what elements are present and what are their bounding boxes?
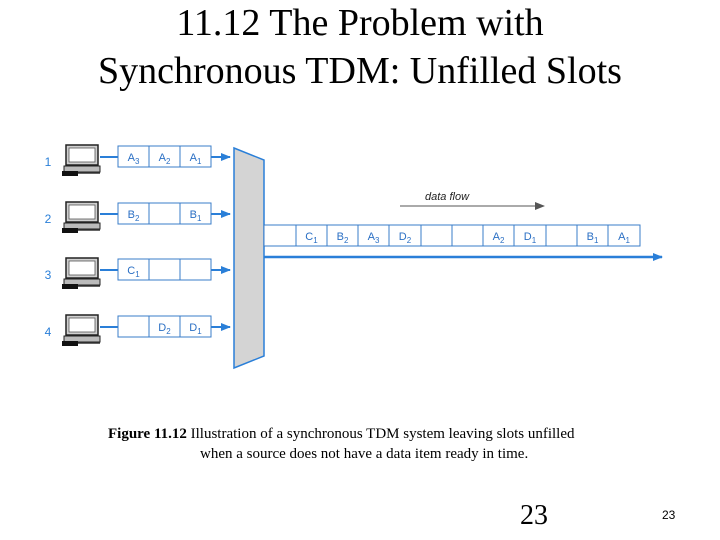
buffer-slot <box>149 259 180 280</box>
caption-line-1: Figure 11.12 Illustration of a synchrono… <box>108 426 575 443</box>
buffer-slot-label-subscript: 3 <box>135 157 140 166</box>
footer-page-number: 23 <box>662 508 675 522</box>
caption-text-1: Illustration of a synchronous TDM system… <box>191 426 575 442</box>
frame-slot-label-subscript: 2 <box>500 236 505 245</box>
buffer-slot-label-subscript: 1 <box>197 157 202 166</box>
source-label: 3 <box>45 268 52 282</box>
buffer-slot-label-subscript: 2 <box>166 327 171 336</box>
buffer-slot-label-letter: B <box>128 209 135 221</box>
caption-line-2: when a source does not have a data item … <box>200 446 528 463</box>
frame-slot-label-subscript: 1 <box>625 236 630 245</box>
buffer-slot-label-subscript: 1 <box>197 214 202 223</box>
figure-label: Figure 11.12 <box>108 426 187 442</box>
frame-slot-label-subscript: 3 <box>375 236 380 245</box>
buffer-slot-label-letter: D <box>189 322 197 334</box>
computer-icon <box>62 315 100 346</box>
frame-slot-label-letter: C <box>305 231 313 243</box>
buffer-slot-label-subscript: 1 <box>197 327 202 336</box>
buffer-slot <box>149 203 180 224</box>
frame-slot-label-letter: B <box>587 231 594 243</box>
frame-slot-label-subscript: 1 <box>313 236 318 245</box>
slide-number: 23 <box>520 500 548 532</box>
buffer-slot-label-letter: D <box>158 322 166 334</box>
source-label: 4 <box>45 325 52 339</box>
frame-slot-label-subscript: 2 <box>344 236 349 245</box>
buffer-slot <box>180 259 211 280</box>
computer-icon <box>62 145 100 176</box>
frame-slot-label-subscript: 1 <box>594 236 599 245</box>
data-flow-label: data flow <box>425 191 470 203</box>
buffer-slot-label-subscript: 2 <box>135 214 140 223</box>
source-3: 3 C1 <box>45 258 230 289</box>
buffer-slot-label-subscript: 1 <box>135 270 140 279</box>
frame-slot-label-subscript: 1 <box>532 236 537 245</box>
frame-slot-label-letter: D <box>399 231 407 243</box>
buffer-slot-label-letter: C <box>127 265 135 277</box>
computer-icon <box>62 258 100 289</box>
source-label: 2 <box>45 212 52 226</box>
frame-slot-label-letter: D <box>524 231 532 243</box>
buffer-slot <box>118 316 149 337</box>
buffer-slot-label-subscript: 2 <box>166 157 171 166</box>
multiplexer <box>234 148 264 368</box>
frame-slot-label-letter: B <box>337 231 344 243</box>
buffer-slot-label-letter: B <box>190 209 197 221</box>
computer-icon <box>62 202 100 233</box>
frame-slot-label-subscript: 2 <box>407 236 412 245</box>
source-label: 1 <box>45 155 52 169</box>
